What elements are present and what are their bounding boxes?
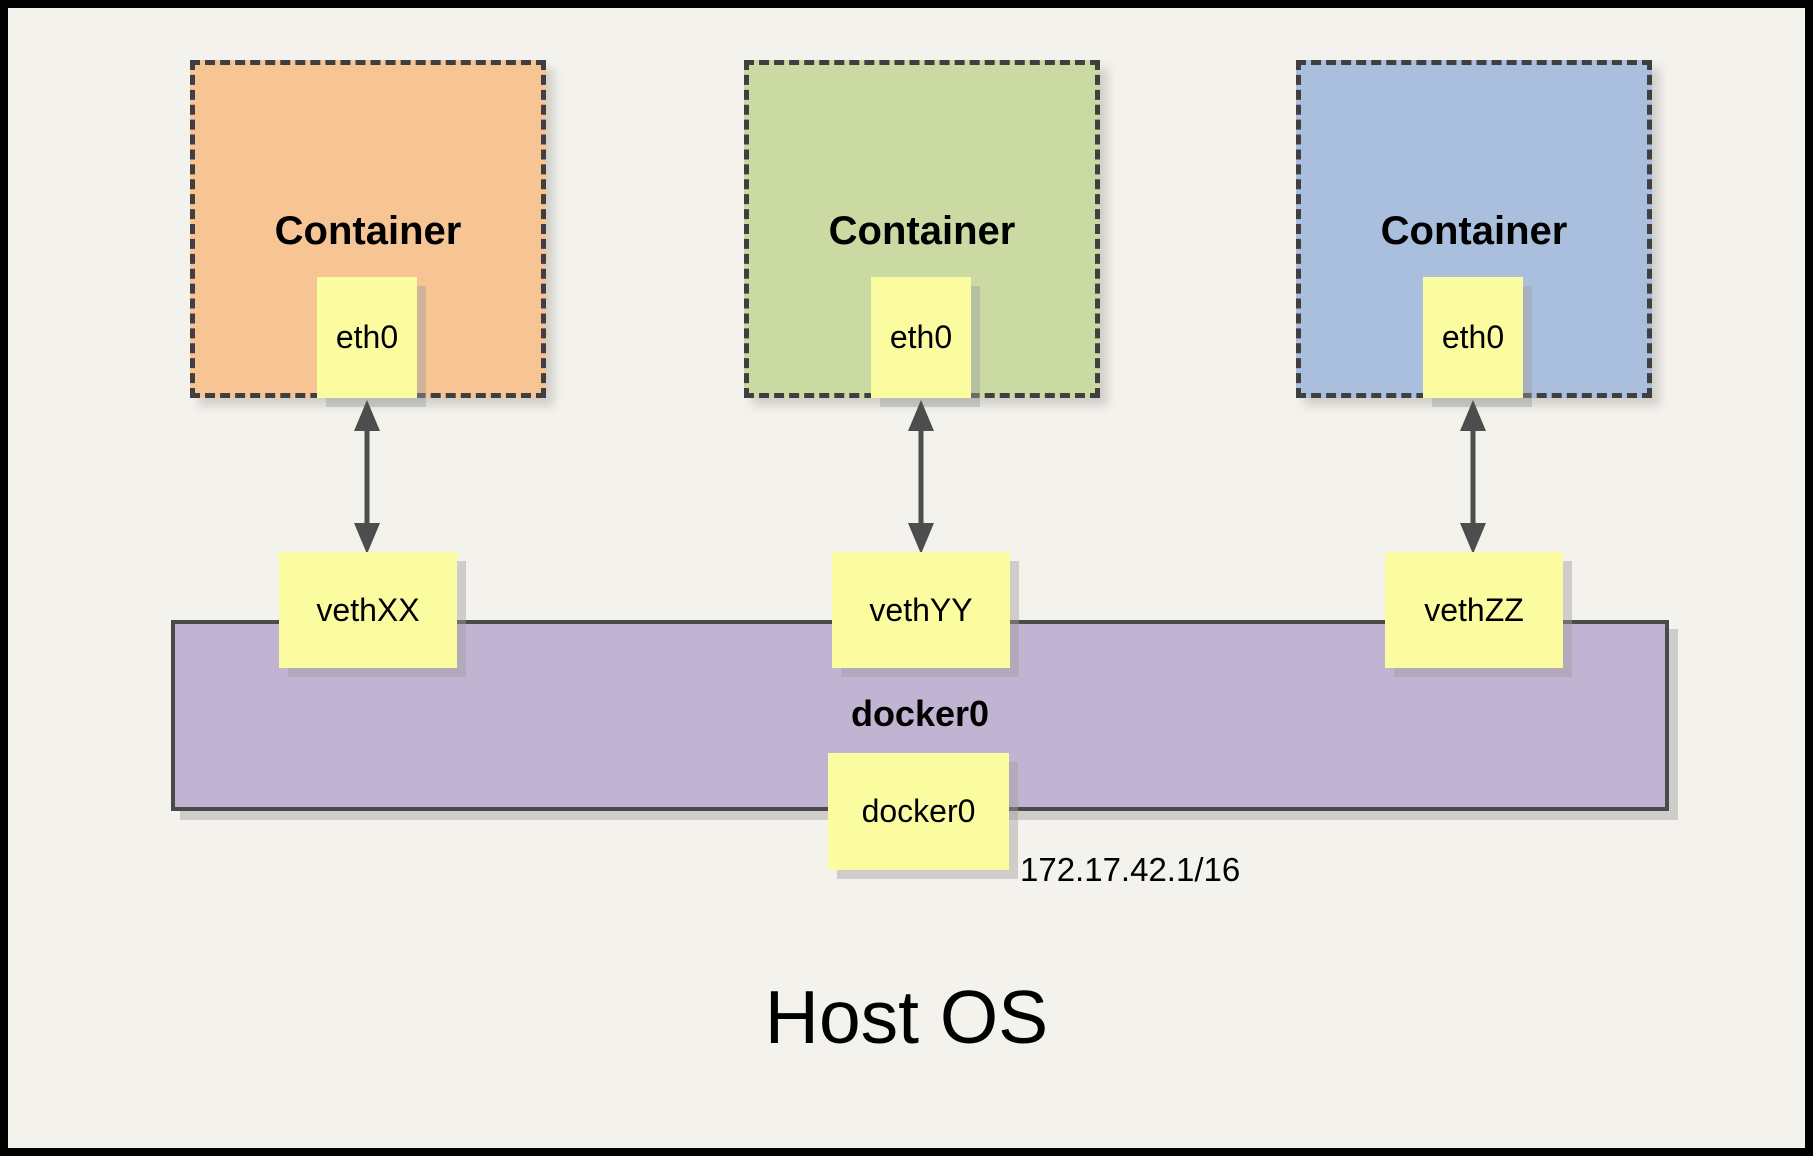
container-1-label: Container [274,209,462,253]
vethyy-note: vethYY [832,552,1010,668]
docker0-interface-note: docker0 [828,753,1009,870]
docker0-bridge-label: docker0 [850,693,990,734]
arrow-container3-veth [1460,400,1486,554]
arrow-container1-veth [354,400,380,554]
vethzz-note: vethZZ [1385,552,1563,668]
arrow-container2-veth [908,400,934,554]
container-3-label: Container [1380,209,1568,253]
eth0-note-2: eth0 [871,277,971,398]
vethxx-note: vethXX [279,552,457,668]
docker0-ip-address: 172.17.42.1/16 [1020,851,1241,888]
container-2-label: Container [828,209,1016,253]
host-os-title: Host OS [764,975,1049,1059]
eth0-note-3: eth0 [1423,277,1523,398]
eth0-note-1: eth0 [317,277,417,398]
